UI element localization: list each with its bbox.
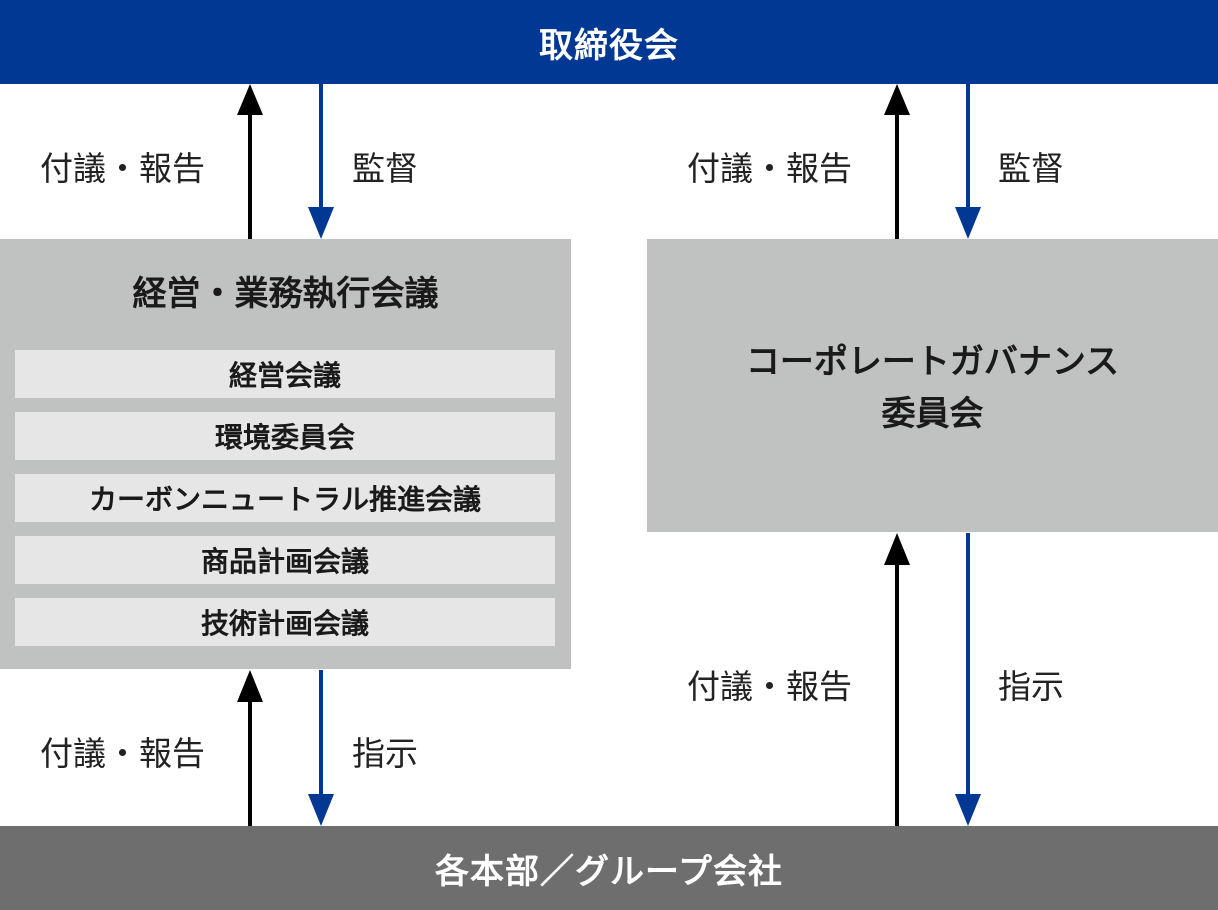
label-instruct-lower-right: 指示	[998, 667, 1064, 706]
subcommittee-carbon-neutral-meeting: カーボンニュートラル推進会議	[15, 474, 555, 522]
arrow-up-exec-to-board	[237, 84, 263, 239]
board-bar: 取締役会	[0, 0, 1218, 84]
arrow-down-exec-to-divisions	[308, 670, 334, 826]
executive-meeting-title: 経営・業務執行会議	[132, 274, 439, 314]
label-supervise-upper-right: 監督	[998, 149, 1064, 188]
governance-committee-title-line1: コーポレートガバナンス	[745, 342, 1120, 382]
subcommittee-environment-committee: 環境委員会	[15, 412, 555, 460]
label-report-upper-left: 付議・報告	[40, 149, 205, 188]
divisions-bar: 各本部／グループ会社	[0, 826, 1218, 910]
subcommittee-management-meeting: 経営会議	[15, 350, 555, 398]
arrow-down-gov-to-divisions	[955, 533, 981, 826]
subcommittee-technology-planning-meeting: 技術計画会議	[15, 598, 555, 646]
arrow-up-gov-to-board	[884, 84, 910, 239]
arrow-up-divisions-to-gov	[884, 533, 910, 826]
arrow-down-board-to-gov	[955, 84, 981, 239]
arrow-down-board-to-exec	[308, 84, 334, 239]
governance-committee-title: コーポレートガバナンス 委員会	[647, 336, 1218, 440]
governance-committee-panel	[647, 239, 1218, 532]
label-report-lower-left: 付議・報告	[40, 734, 205, 773]
label-supervise-upper-left: 監督	[352, 149, 418, 188]
label-instruct-lower-left: 指示	[352, 734, 418, 773]
governance-committee-title-line2: 委員会	[881, 394, 984, 434]
subcommittee-product-planning-meeting: 商品計画会議	[15, 536, 555, 584]
label-report-lower-right: 付議・報告	[687, 667, 852, 706]
label-report-upper-right: 付議・報告	[687, 149, 852, 188]
board-title: 取締役会	[539, 25, 679, 66]
arrow-up-divisions-to-exec	[237, 670, 263, 826]
divisions-title: 各本部／グループ会社	[435, 851, 783, 892]
